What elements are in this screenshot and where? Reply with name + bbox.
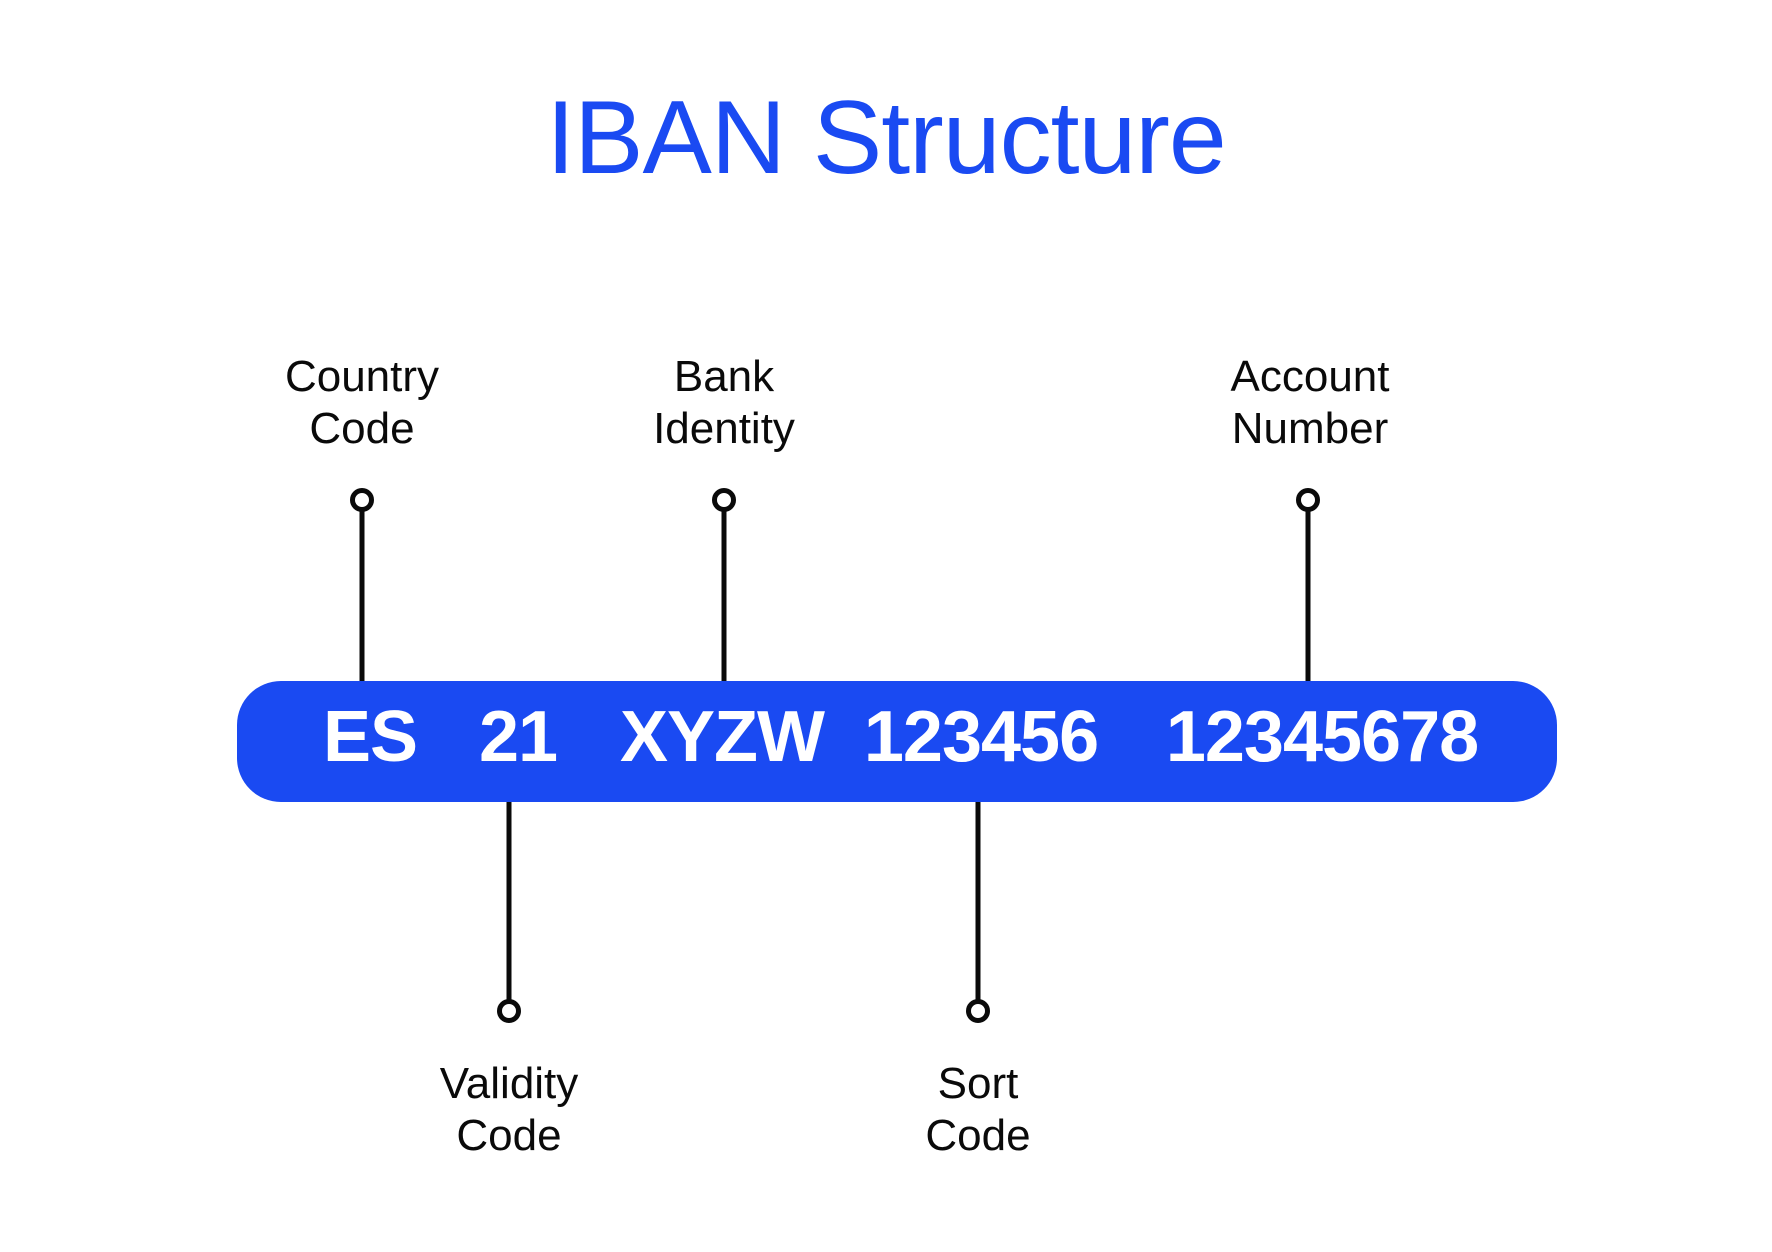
label-account-number: Account Number — [1231, 351, 1390, 455]
label-validity-code-line1: Validity — [439, 1059, 579, 1108]
segment-value-country-code: ES — [322, 697, 418, 777]
label-sort-code: Sort Code — [925, 1058, 1030, 1162]
connector-dot-account-number — [1296, 488, 1320, 512]
connector-dot-sort-code — [966, 999, 990, 1023]
label-account-number-line1: Account — [1230, 352, 1390, 401]
label-bank-identity: Bank Identity — [653, 351, 795, 455]
label-bank-identity-line2: Identity — [653, 404, 795, 453]
label-account-number-line2: Number — [1231, 404, 1389, 453]
connector-line-account-number — [1305, 498, 1311, 681]
iban-bar — [237, 681, 1557, 802]
connector-line-sort-code — [975, 802, 981, 1011]
connector-line-country-code — [359, 498, 365, 681]
label-sort-code-line1: Sort — [937, 1059, 1019, 1108]
connector-line-bank-identity — [721, 498, 727, 681]
label-country-code-line2: Code — [309, 404, 415, 453]
segment-value-sort-code: 123456 — [863, 697, 1099, 777]
connector-dot-bank-identity — [712, 488, 736, 512]
label-sort-code-line2: Code — [925, 1111, 1031, 1160]
connector-dot-validity-code — [497, 999, 521, 1023]
label-validity-code-line2: Code — [456, 1111, 562, 1160]
segment-value-account-number: 12345678 — [1165, 697, 1479, 777]
label-bank-identity-line1: Bank — [673, 352, 775, 401]
label-country-code-line1: Country — [284, 352, 440, 401]
label-country-code: Country Code — [285, 351, 439, 455]
connector-dot-country-code — [350, 488, 374, 512]
label-validity-code: Validity Code — [440, 1058, 579, 1162]
connector-line-validity-code — [506, 802, 512, 1011]
diagram-title: IBAN Structure — [546, 80, 1227, 196]
segment-value-validity-code: 21 — [478, 697, 558, 777]
segment-value-bank-identity: XYZW — [620, 697, 825, 777]
